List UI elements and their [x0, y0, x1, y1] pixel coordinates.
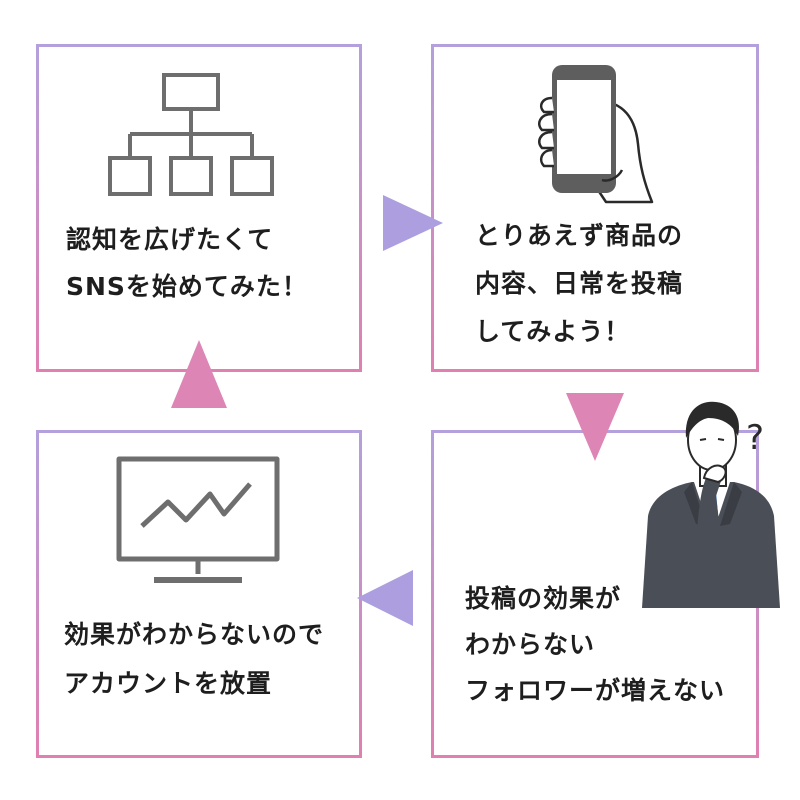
smartphone-icon — [538, 65, 654, 204]
confused-businessman-illustration — [642, 401, 780, 608]
arrow-right-icon — [383, 195, 443, 251]
arrow-left-icon — [357, 570, 413, 626]
step-3-text: 投稿の効果が わからない フォロワーが増えない — [465, 576, 725, 714]
sitemap-icon — [108, 73, 274, 196]
step-4-line-2: アカウントを放置 — [64, 669, 273, 698]
step-4-text: 効果がわからないので アカウントを放置 — [64, 610, 324, 708]
arrow-down-icon — [566, 393, 624, 461]
step-1-line-1: 認知を広げたくて — [66, 225, 274, 254]
step-3-line-2: わからない — [465, 630, 596, 659]
arrow-up-icon — [171, 340, 227, 408]
step-2-text: とりあえず商品の 内容、日常を投稿 してみよう！ — [475, 212, 683, 356]
question-mark: ? — [746, 418, 765, 458]
step-4-line-1: 効果がわからないので — [64, 620, 325, 649]
step-1-text: 認知を広げたくて SNSを始めてみた！ — [66, 216, 308, 310]
cycle-step-box-1 — [36, 44, 362, 372]
monitor-chart-icon — [116, 456, 280, 583]
step-2-line-3: してみよう！ — [475, 317, 631, 346]
cycle-step-box-4 — [36, 430, 362, 758]
step-2-line-2: 内容、日常を投稿 — [475, 269, 684, 298]
step-2-line-1: とりあえず商品の — [475, 221, 684, 250]
step-3-line-1: 投稿の効果が — [465, 584, 622, 613]
step-1-line-2: SNSを始めてみた！ — [66, 272, 308, 301]
step-3-line-3: フォロワーが増えない — [465, 676, 726, 705]
